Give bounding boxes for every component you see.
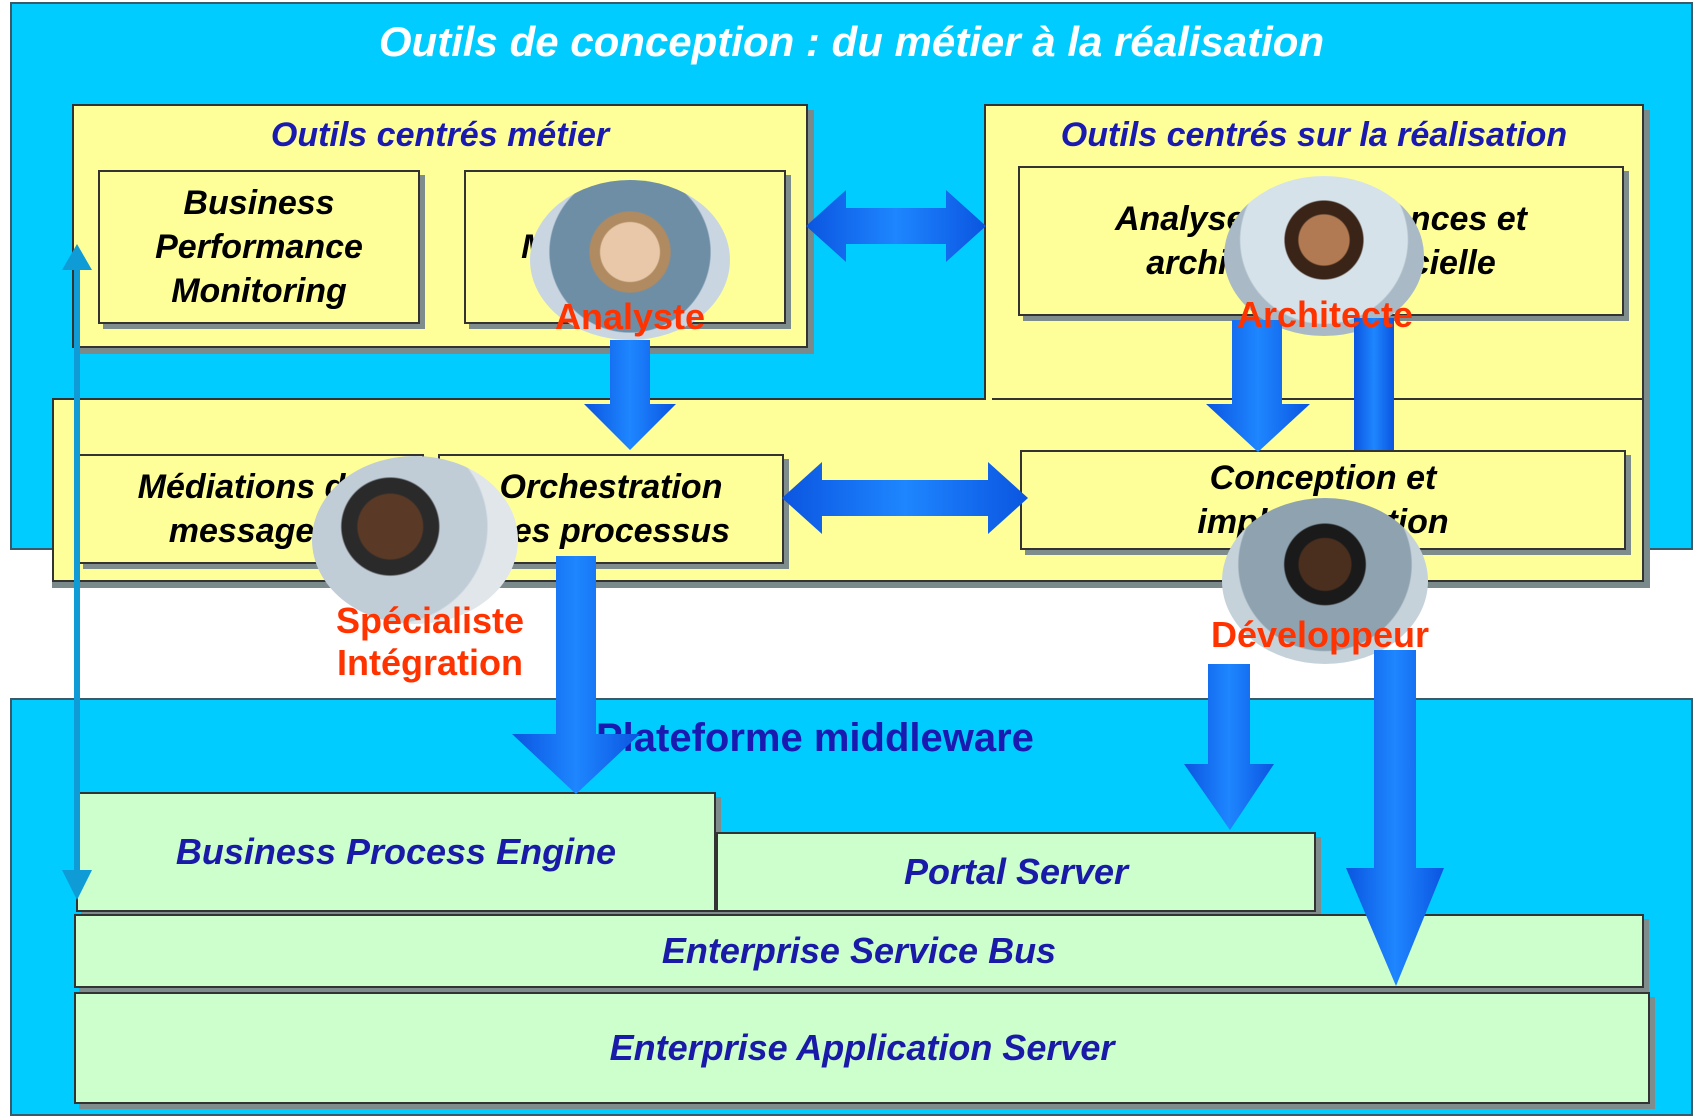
business-process-engine-layer: Business Process Engine: [76, 792, 716, 912]
middleware-platform-label: Plateforme middleware: [596, 716, 1034, 760]
business-realization-arrow: [806, 190, 986, 262]
architect-role-label: Architecte: [1236, 294, 1414, 335]
enterprise-application-server-layer: Enterprise Application Server: [74, 992, 1650, 1104]
portal-server-layer: Portal Server: [716, 832, 1316, 912]
integration-specialist-avatar: [312, 456, 518, 624]
orchestration-to-bpe-arrow: [512, 556, 640, 794]
realization-tools-label: Outils centrés sur la réalisation: [1060, 116, 1568, 154]
region-join: [986, 396, 992, 404]
architect-avatar: [1224, 176, 1424, 336]
implementation-to-portal-arrow: [1184, 664, 1274, 830]
developer-to-esb-arrow: [1346, 650, 1444, 986]
diagram-title: Outils de conception : du métier à la ré…: [378, 18, 1325, 65]
integration-specialist-role-label: Spécialiste Intégration: [335, 600, 525, 684]
architect-connector: [1354, 318, 1394, 450]
developer-role-label: Développeur: [1210, 614, 1430, 655]
modeling-to-orchestration-arrow: [584, 340, 676, 450]
business-performance-monitoring-box: Business Performance Monitoring: [98, 170, 420, 324]
analyst-role-label: Analyste: [554, 296, 706, 337]
orchestration-implementation-arrow: [782, 462, 1028, 534]
analyst-avatar: [530, 180, 730, 340]
developer-avatar: [1222, 498, 1428, 664]
business-tools-label: Outils centrés métier: [270, 116, 610, 154]
architecture-to-implementation-arrow: [1206, 320, 1310, 452]
feedback-arrow: [62, 244, 92, 900]
